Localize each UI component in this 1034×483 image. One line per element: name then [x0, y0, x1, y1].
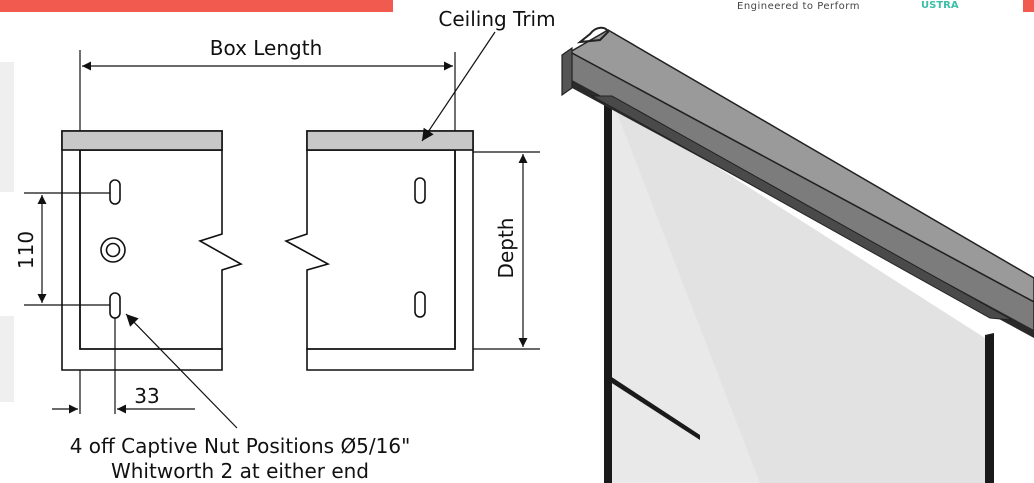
captive-nut-slot: [414, 177, 426, 204]
side-panel-bottom: [0, 316, 14, 402]
screen-bottom-bar: [604, 372, 700, 440]
ceiling-trim-left: [61, 130, 223, 151]
logo-fragment: USTRA: [921, 0, 959, 11]
depth-label: Depth: [494, 218, 518, 279]
fixing-hole-inner: [105, 242, 121, 258]
left-inner-plate: [79, 149, 244, 350]
left-plate-outline: [61, 130, 223, 371]
brand-tagline: Engineered to Perform: [737, 1, 860, 12]
dim-110-label: 110: [14, 231, 38, 269]
ceiling-trim-right: [306, 130, 474, 151]
ceiling-trim-label: Ceiling Trim: [438, 7, 555, 31]
right-inner-plate: [284, 149, 456, 350]
housing-bottom-trim: [590, 95, 1013, 321]
header-red-bar-right: [1023, 0, 1034, 12]
captive-nut-note-line2: Whitworth 2 at either end: [111, 459, 369, 483]
right-plate-outline: [306, 130, 474, 371]
screen-frame-left: [604, 98, 612, 483]
housing-end-cap: [561, 46, 573, 97]
captive-nut-note-line1: 4 off Captive Nut Positions Ø5/16": [70, 434, 411, 458]
ceiling-trim-leader: [421, 31, 496, 142]
box-length-label: Box Length: [210, 36, 323, 60]
captive-nut-slot: [414, 291, 426, 318]
captive-nut-slot: [109, 179, 121, 205]
dim-33-label: 33: [134, 384, 159, 408]
captive-nut-slot: [109, 292, 121, 319]
screen-frame-right: [985, 333, 994, 483]
header-red-bar: [0, 0, 393, 12]
mounting-bracket: [576, 26, 610, 44]
captive-nut-leader: [125, 313, 238, 429]
projector-screen-illustration: [561, 26, 1034, 483]
side-panel-top: [0, 62, 14, 192]
